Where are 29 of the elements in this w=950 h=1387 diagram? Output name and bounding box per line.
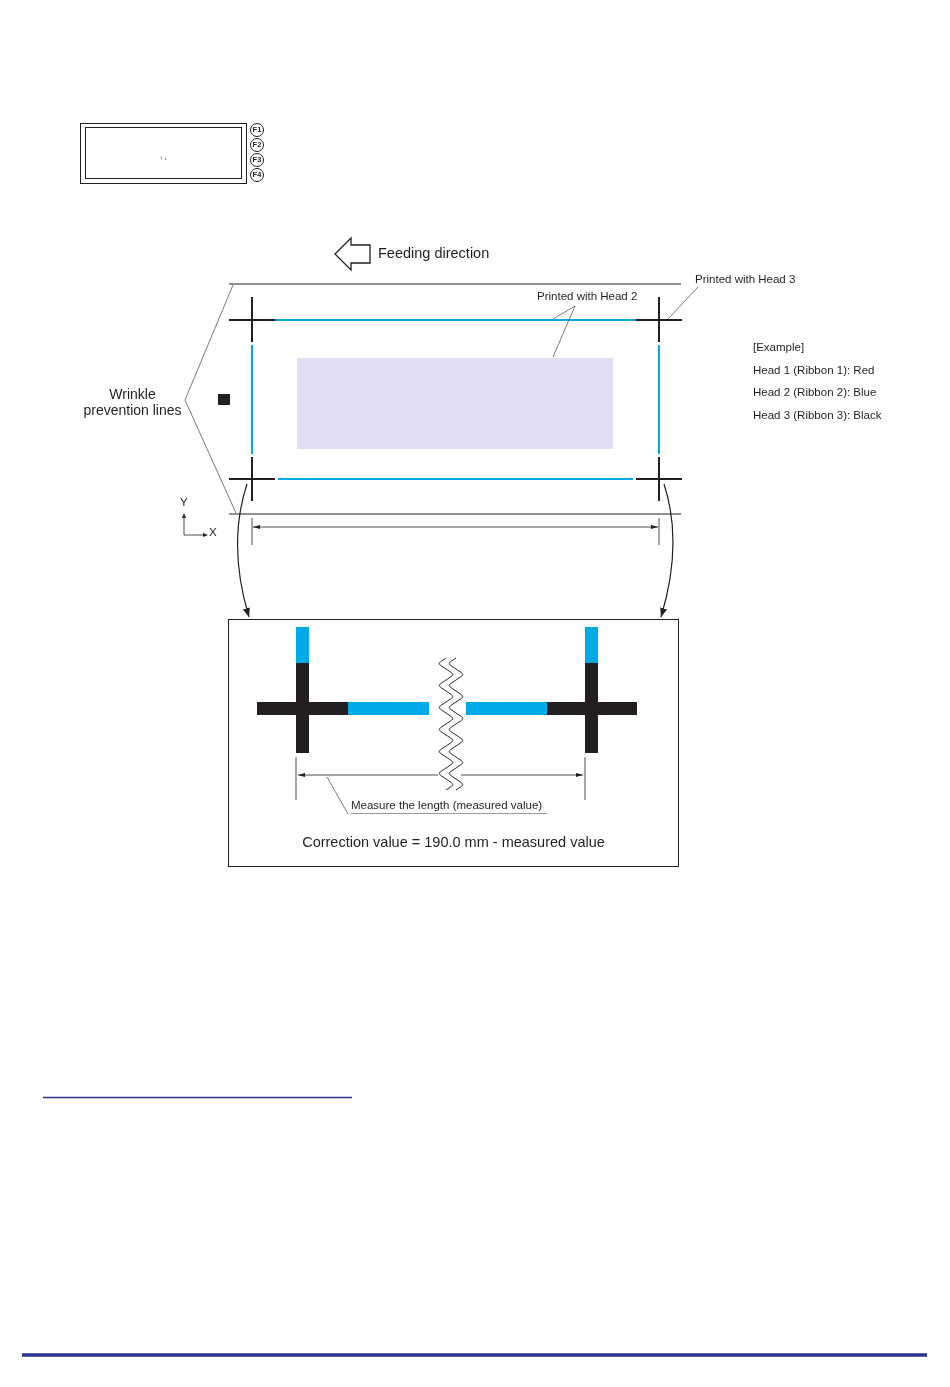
leader-line (184, 399, 237, 514)
printed-line (274, 319, 637, 321)
callout-label: Measure the length (measured value) (351, 799, 548, 815)
crop-mark (228, 456, 276, 502)
leader-line (552, 305, 576, 320)
curved-arrow (236, 483, 250, 618)
callout-label: Printed with Head 2 (537, 290, 638, 304)
legend-text: Head 3 (Ribbon 3): Black (753, 409, 882, 423)
leader-line (667, 286, 699, 320)
leader-line (326, 776, 349, 815)
print-area (297, 358, 613, 449)
crop-mark (635, 296, 683, 343)
curved-arrow (660, 483, 674, 618)
example-heading: [Example] (753, 341, 805, 355)
axis-label: X (209, 526, 217, 540)
crop-mark (635, 456, 683, 502)
direction-label: Feeding direction (378, 245, 490, 262)
wrinkle-prevention-line (228, 513, 682, 515)
axis-label: Y (180, 496, 188, 510)
leader-line (552, 305, 576, 358)
callout-label: Printed with Head 3 (695, 273, 796, 287)
legend-text: Head 1 (Ribbon 1): Red (753, 364, 875, 378)
crop-mark (228, 296, 276, 343)
formula-text: Correction value = 190.0 mm - measured value (301, 834, 606, 851)
callout-label: Wrinkle prevention lines (80, 386, 185, 419)
legend-text: Head 2 (Ribbon 2): Blue (753, 386, 877, 400)
leader-line (184, 284, 234, 401)
detail-frame (228, 619, 679, 867)
wrinkle-prevention-line (228, 283, 682, 285)
